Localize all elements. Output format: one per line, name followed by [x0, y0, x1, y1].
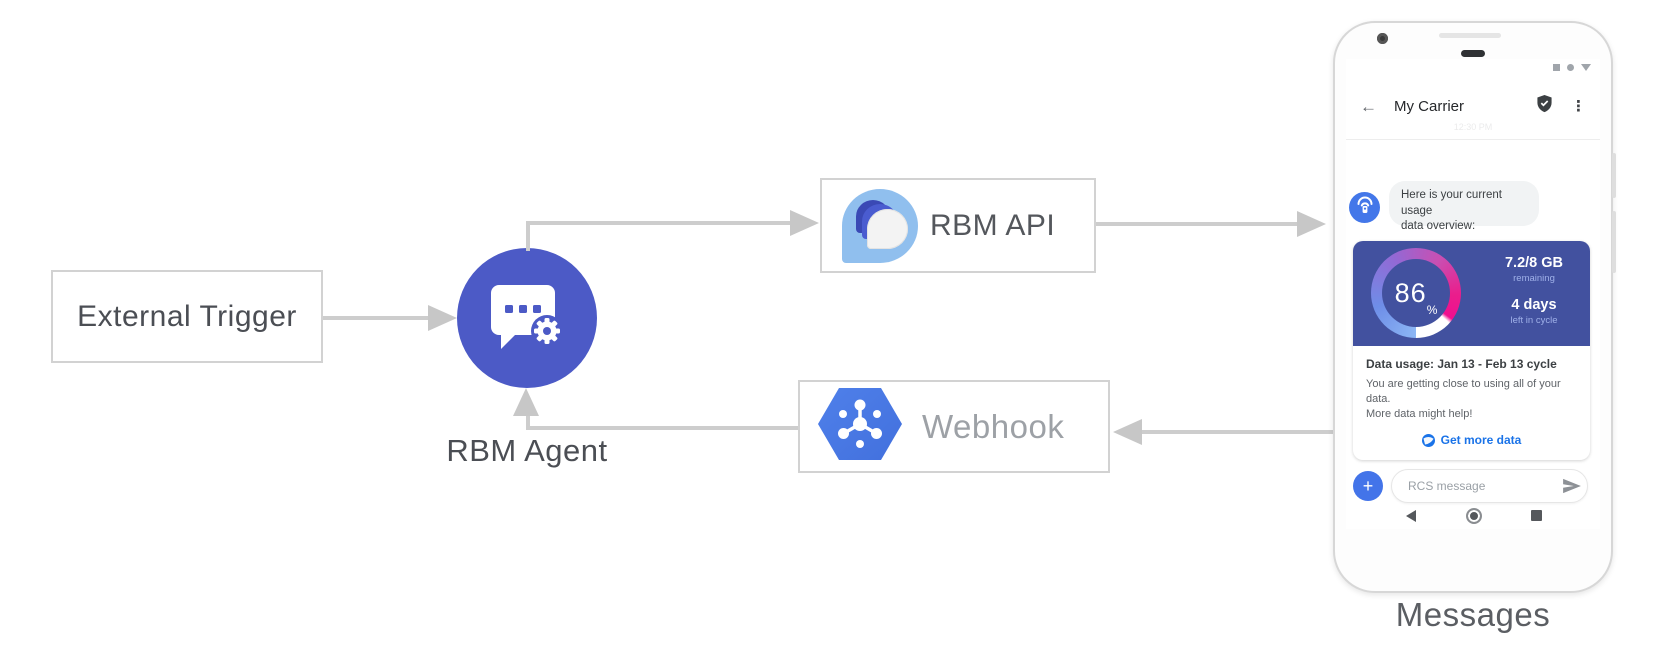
- arrowhead-trigger-to-agent: [428, 305, 457, 331]
- data-remaining-label: remaining: [1513, 273, 1555, 284]
- status-square-icon: [1553, 64, 1560, 71]
- usage-card-title: Data usage: Jan 13 - Feb 13 cycle: [1366, 357, 1557, 371]
- rcs-message-input[interactable]: [1391, 469, 1588, 503]
- bubble-line-1: Here is your current usage: [1401, 189, 1502, 217]
- nav-home-icon[interactable]: [1466, 508, 1482, 524]
- power-button[interactable]: [1612, 153, 1616, 198]
- arrowhead-webhook-to-agent: [513, 388, 539, 416]
- phone-mockup: ← My Carrier ⋮ 12:30 PM: [1333, 21, 1616, 593]
- overflow-menu-icon[interactable]: ⋮: [1571, 98, 1586, 115]
- phone-screen: ← My Carrier ⋮ 12:30 PM: [1346, 59, 1600, 529]
- line-phone-to-webhook: [1142, 430, 1334, 434]
- usage-card-hero: 86 % 7.2/8 GB remaining 4 days left in c…: [1353, 241, 1590, 346]
- nav-back-icon[interactable]: [1406, 510, 1416, 522]
- line-webhook-to-agent: [526, 426, 798, 430]
- status-signal-icon: [1581, 64, 1591, 71]
- chat-header: ← My Carrier ⋮: [1346, 85, 1600, 127]
- data-usage-card: 86 % 7.2/8 GB remaining 4 days left in c…: [1353, 241, 1590, 460]
- webhook-label: Webhook: [922, 407, 1065, 445]
- rbm-api-logo-icon: [842, 188, 918, 263]
- usage-percent: 86 %: [1394, 277, 1438, 318]
- data-remaining-value: 7.2/8 GB: [1504, 255, 1564, 271]
- usage-card-body-2: More data might help!: [1366, 408, 1473, 420]
- chat-gear-icon: [485, 277, 569, 360]
- status-bar: [1553, 64, 1591, 71]
- cloud-hexagon-icon: [818, 386, 902, 467]
- arrowhead-agent-to-api: [790, 210, 819, 236]
- carrier-avatar: [1349, 192, 1380, 223]
- status-dot-icon: [1567, 64, 1574, 71]
- header-divider: [1346, 139, 1600, 140]
- rbm-api-label: RBM API: [930, 208, 1056, 242]
- usage-card-details: Data usage: Jan 13 - Feb 13 cycle You ar…: [1353, 346, 1590, 460]
- line-trigger-to-agent: [323, 316, 430, 320]
- arrowhead-phone-to-webhook: [1113, 419, 1142, 445]
- antenna-icon: [1355, 195, 1375, 220]
- chat-title: My Carrier: [1394, 97, 1464, 115]
- front-camera: [1377, 33, 1388, 44]
- get-more-data-label: Get more data: [1440, 433, 1522, 447]
- days-left-label: left in cycle: [1510, 315, 1558, 326]
- line-api-to-phone: [1096, 222, 1299, 226]
- messages-caption: Messages: [1395, 596, 1551, 633]
- line-webhook-up: [526, 414, 530, 430]
- external-trigger-box: External Trigger: [51, 270, 323, 363]
- speaker-slot: [1439, 33, 1501, 38]
- arrowhead-api-to-phone: [1297, 211, 1326, 237]
- android-navbar: [1346, 505, 1600, 529]
- rbm-api-box: RBM API: [820, 178, 1096, 273]
- line-agent-up: [526, 221, 530, 251]
- volume-button[interactable]: [1612, 211, 1616, 273]
- usage-card-body-1: You are getting close to using all of yo…: [1366, 378, 1561, 405]
- plus-icon: +: [1362, 476, 1374, 496]
- external-trigger-label: External Trigger: [77, 299, 297, 333]
- nav-recents-icon[interactable]: [1531, 510, 1542, 521]
- rbm-agent-node: [457, 248, 597, 388]
- get-more-data-button[interactable]: Get more data: [1366, 433, 1577, 447]
- back-icon[interactable]: ←: [1360, 96, 1377, 116]
- days-left-value: 4 days: [1511, 297, 1557, 313]
- conversation-timestamp: 12:30 PM: [1453, 122, 1493, 132]
- webhook-box: Webhook: [798, 380, 1110, 473]
- line-agent-to-api: [526, 221, 792, 225]
- bubble-line-2: data overview:: [1401, 220, 1476, 232]
- earpiece: [1461, 50, 1485, 57]
- agent-message-bubble: Here is your current usage data overview…: [1389, 181, 1539, 232]
- verified-shield-icon: [1536, 94, 1553, 118]
- globe-icon: [1421, 433, 1435, 447]
- rbm-agent-label: RBM Agent: [446, 433, 608, 468]
- usage-gauge: 86 %: [1371, 248, 1461, 338]
- send-icon[interactable]: [1561, 478, 1583, 499]
- usage-stats: 7.2/8 GB remaining 4 days left in cycle: [1478, 241, 1590, 346]
- attach-plus-button[interactable]: +: [1353, 471, 1383, 501]
